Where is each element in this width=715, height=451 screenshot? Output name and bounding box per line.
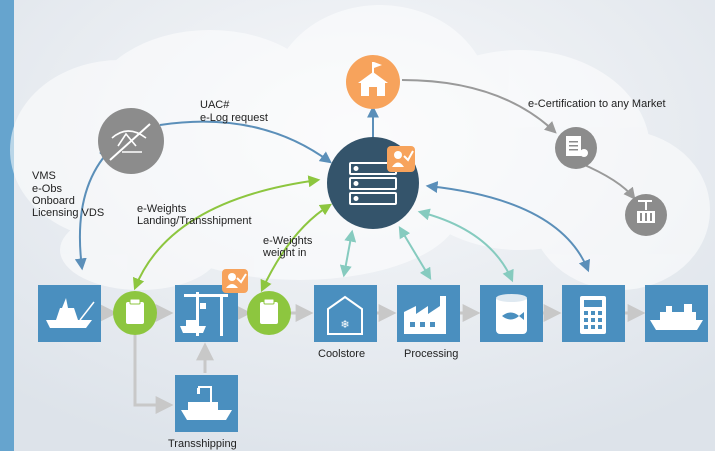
cannery-node[interactable] [480, 285, 543, 342]
cargo-ship-icon [650, 304, 703, 330]
label-ecert: e-Certification to any Market [528, 98, 666, 110]
logbook-node[interactable] [98, 108, 164, 174]
market-node[interactable] [625, 194, 667, 236]
calculator-node[interactable] [562, 285, 625, 342]
transshipping-node[interactable] [175, 375, 238, 432]
crane-cargo-icon [637, 200, 655, 223]
clipboard-node-2[interactable] [247, 291, 291, 335]
clipboard-icon [260, 298, 278, 324]
arrow-authority-certificate [401, 79, 557, 134]
label-processing: Processing [404, 348, 459, 360]
government-building-icon [358, 62, 388, 96]
label-vms: VMS [32, 170, 56, 182]
arrow-hub-cannery [417, 208, 514, 283]
arrow-clipboard1-hub [132, 175, 321, 291]
label-onboard: Onboard [32, 195, 75, 207]
factory-icon [404, 296, 446, 334]
arrow-hub-coolstore [339, 229, 357, 278]
clipboard-node-1[interactable] [113, 291, 157, 335]
arrow-logbook-hub [159, 120, 332, 164]
label-coolstore: Coolstore [318, 348, 366, 360]
inspector-icon-port [222, 269, 248, 293]
label-transshipping: Transshipping [168, 438, 237, 450]
calculator-icon [580, 296, 606, 334]
coolstore-icon: ❄ [327, 295, 363, 335]
arrow-vessel-logbook [74, 148, 112, 271]
label-eweights-2: e-Weights [263, 235, 313, 247]
label-landing: Landing/Transshipment [137, 215, 252, 227]
arrow-clipboard2-hub [260, 203, 333, 293]
clipboard-icon [126, 298, 144, 324]
label-uac: UAC# [200, 99, 230, 111]
arrow-hub-calculator [425, 181, 590, 273]
label-elog: e-Log request [200, 112, 268, 124]
fishing-vessel-icon [46, 298, 95, 328]
processing-node[interactable] [397, 285, 460, 342]
label-eobs: e-Obs [32, 183, 62, 195]
cargo-ship-icon [181, 386, 232, 420]
arrow-certificate-market [579, 162, 636, 200]
authority-node[interactable] [346, 55, 400, 109]
inspector-icon [387, 146, 415, 172]
port-node[interactable] [175, 285, 238, 342]
certificate-node[interactable] [555, 127, 597, 169]
svg-text:❄: ❄ [340, 318, 349, 331]
certificate-icon [566, 136, 588, 157]
label-eweights-1: e-Weights [137, 203, 187, 215]
label-weight-in: weight in [263, 247, 307, 259]
coolstore-node[interactable]: ❄ [314, 285, 377, 342]
port-crane-icon [180, 292, 228, 336]
fish-can-icon [496, 294, 527, 334]
satellite-off-icon [109, 123, 151, 161]
cargo-ship-node[interactable] [645, 285, 708, 342]
vessel-node[interactable] [38, 285, 101, 342]
label-licensing: Licensing VDS [32, 207, 105, 219]
